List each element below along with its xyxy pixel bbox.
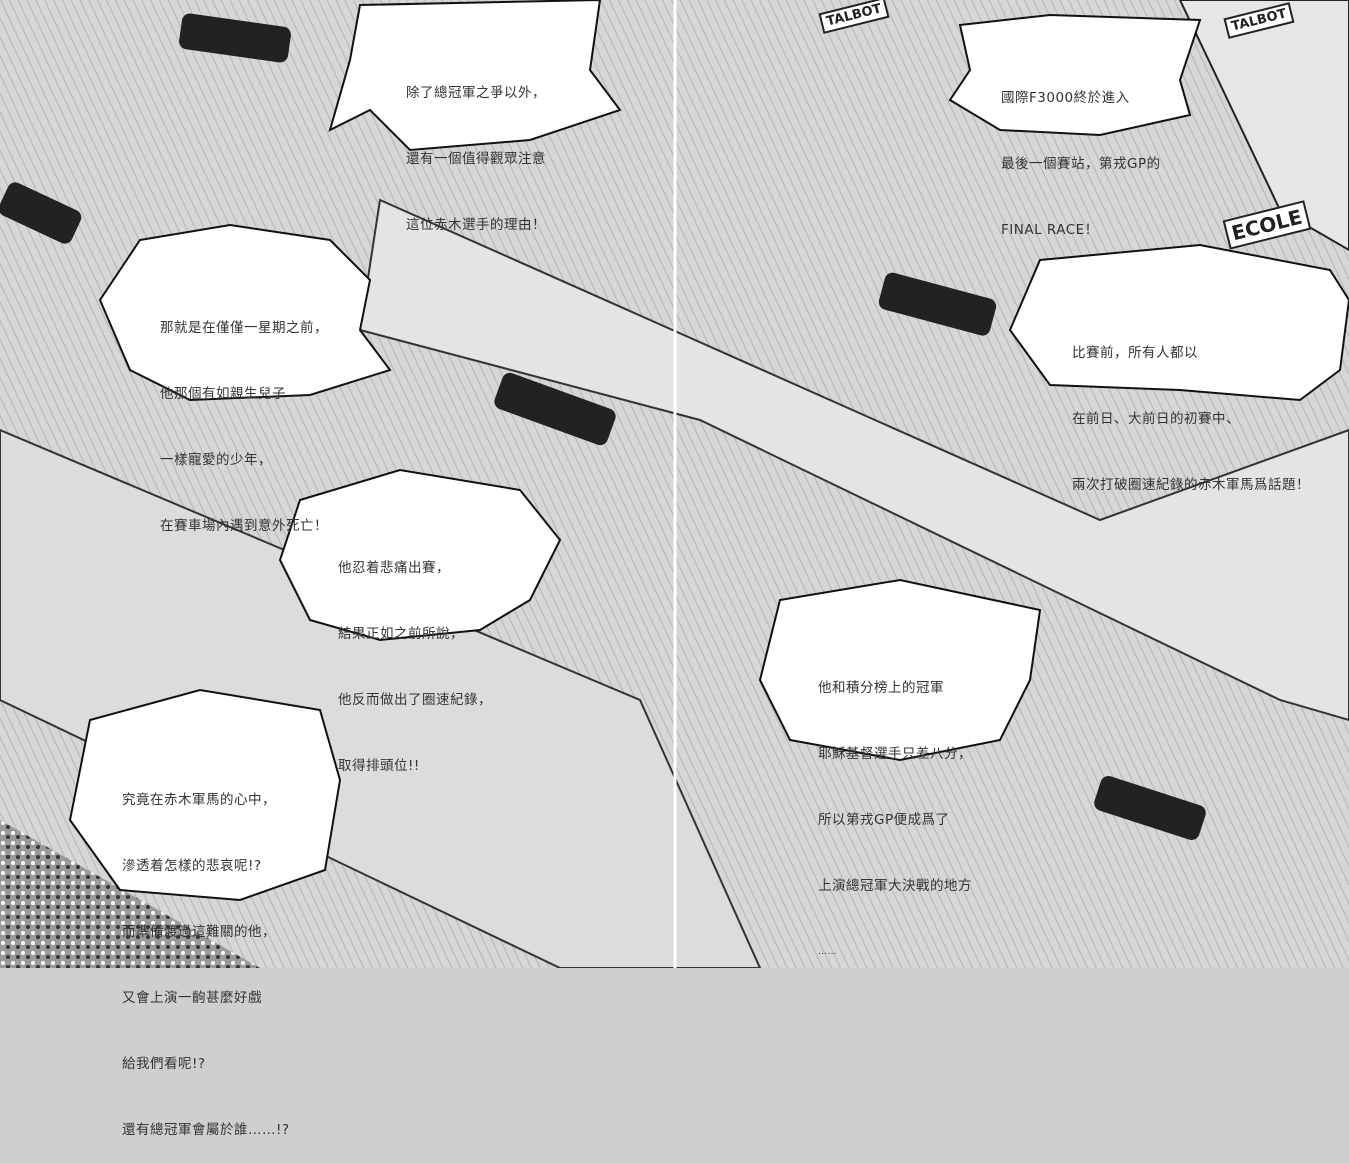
race-car: [494, 372, 616, 446]
bubble-line: FINAL RACE！: [1001, 222, 1099, 238]
bubble-line: 滲透着怎樣的悲哀呢!?: [122, 858, 262, 874]
bubble-line: 而準備渡過這難關的他，: [122, 924, 276, 940]
bubble-line: 一樣寵愛的少年，: [160, 452, 272, 468]
bubble-line: 上演總冠軍大決戰的地方: [818, 878, 972, 894]
bubble-4: [1008, 243, 1349, 402]
bubble-3: [98, 223, 392, 402]
bubble-line: 又會上演一齣甚麼好戲: [122, 990, 262, 1006]
pit-lane: [358, 198, 1349, 722]
bubble-line: 還有一個值得觀眾注意: [406, 151, 546, 167]
bubble-1: [328, 0, 622, 152]
bubble-line: 還有總冠軍會屬於誰……!?: [122, 1122, 290, 1138]
bubble-line: 他忍着悲痛出賽，: [338, 560, 450, 576]
bubble-line: ……: [818, 947, 837, 957]
bubble-line: 他和積分榜上的冠軍: [818, 680, 944, 696]
bubble-line: 除了總冠軍之爭以外，: [406, 85, 546, 101]
bubble-line: 國際F3000終於進入: [1001, 90, 1130, 106]
bubble-line: 他那個有如親生兒子: [160, 386, 286, 402]
bubble-6: [758, 578, 1042, 762]
crowd-stands: [0, 820, 260, 968]
race-car: [878, 272, 997, 336]
bubble-2: [948, 13, 1202, 137]
bubble-line: 最後一個賽站，第戎GP的: [1001, 156, 1161, 172]
bubble-5: [278, 468, 562, 642]
bubble-line: 取得排頭位!!: [338, 758, 420, 774]
track-straight: [0, 428, 762, 968]
speech-bubble-text: 究竟在赤木軍馬的心中， 滲透着怎樣的悲哀呢!? 而準備渡過這難關的他， 又會上演…: [122, 745, 290, 1163]
race-car: [1094, 775, 1206, 841]
bubble-7: [68, 688, 342, 902]
bubble-line: 那就是在僅僅一星期之前，: [160, 320, 328, 336]
speech-bubble-text: 那就是在僅僅一星期之前， 他那個有如親生兒子 一樣寵愛的少年， 在賽車場內遇到意…: [160, 273, 328, 559]
bubble-line: 結果正如之前所說，: [338, 626, 464, 642]
speech-bubble-text: 除了總冠軍之爭以外， 還有一個值得觀眾注意 這位赤木選手的理由！: [406, 38, 546, 258]
bubble-line: 耶穌基督選手只差八分，: [818, 746, 972, 762]
speech-bubble-text: 比賽前，所有人都以 在前日、大前日的初賽中、 兩次打破圈速紀錄的赤木軍馬爲話題！: [1072, 298, 1310, 518]
pit-garage: [1178, 0, 1349, 252]
bubble-line: 比賽前，所有人都以: [1072, 345, 1198, 361]
speech-bubble-text: 他和積分榜上的冠軍 耶穌基督選手只差八分， 所以第戎GP便成爲了 上演總冠軍大決…: [818, 633, 972, 985]
speech-bubbles: [68, 0, 1349, 902]
bubble-line: 在賽車場內遇到意外死亡！: [160, 518, 328, 534]
speech-bubble-text: 他忍着悲痛出賽， 結果正如之前所說， 他反而做出了圈速紀錄， 取得排頭位!!: [338, 513, 492, 799]
bubble-line: 究竟在赤木軍馬的心中，: [122, 792, 276, 808]
bubble-line: 所以第戎GP便成爲了: [818, 812, 950, 828]
bubble-line: 在前日、大前日的初賽中、: [1072, 411, 1240, 427]
bubble-line: 這位赤木選手的理由！: [406, 217, 546, 233]
manga-artwork: [0, 0, 1349, 968]
race-car: [179, 13, 291, 63]
speech-bubble-text: 國際F3000終於進入 最後一個賽站，第戎GP的 FINAL RACE！: [1001, 43, 1161, 263]
race-car: [0, 182, 82, 244]
bubble-line: 他反而做出了圈速紀錄，: [338, 692, 492, 708]
bubble-line: 給我們看呢!?: [122, 1056, 206, 1072]
bubble-line: 兩次打破圈速紀錄的赤木軍馬爲話題！: [1072, 477, 1310, 493]
